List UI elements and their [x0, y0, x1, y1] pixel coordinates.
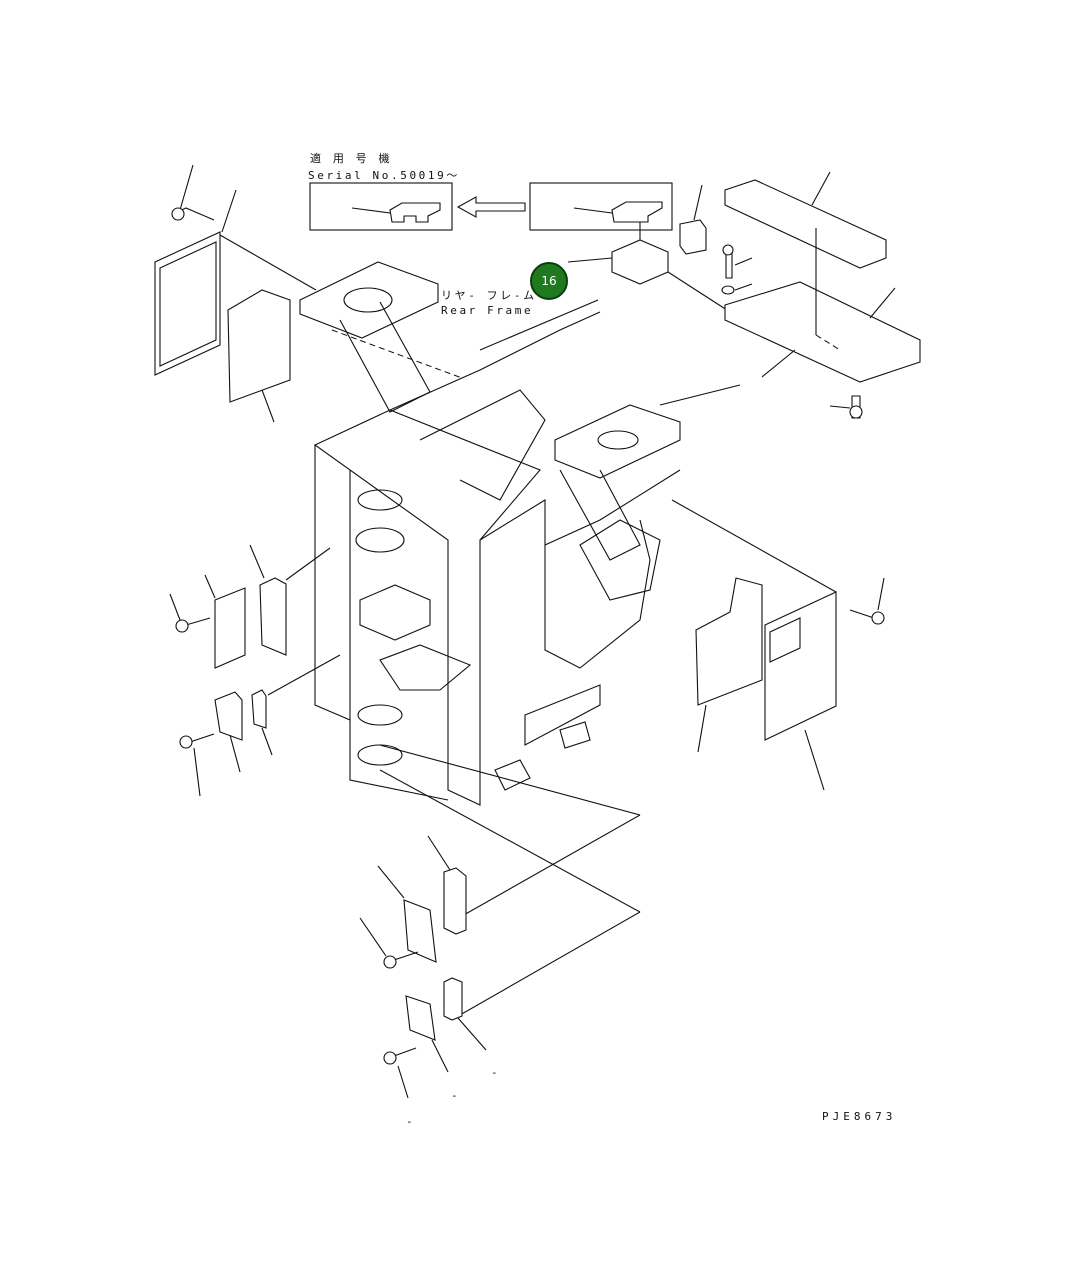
stray-mark: - [406, 1115, 416, 1128]
bottom-leader-lines [379, 744, 641, 1016]
drawing-code-label: PJE8673 [822, 1110, 897, 1123]
stray-mark: - [451, 1089, 461, 1102]
bottom-lower-cover-plate [405, 995, 449, 1073]
right-side-cover-plate [671, 499, 837, 791]
top-left-pad [227, 289, 291, 423]
right-top-bracket [567, 239, 731, 313]
right-side-pad [695, 577, 763, 753]
serial-range-label: Serial No.50019～ [308, 169, 460, 182]
part-name-en-label: Rear Frame [441, 304, 534, 317]
serial-old-box [529, 182, 673, 250]
top-left-bolt [171, 207, 215, 221]
top-left-cover-plate [154, 164, 317, 376]
upper-beam [724, 171, 887, 269]
left-mid-bolt [169, 593, 211, 633]
applicability-label: 適 用 号 機 [310, 152, 393, 165]
spacer-block [679, 184, 707, 255]
bolt-washer-pair [721, 244, 753, 295]
serial-new-box [309, 182, 453, 231]
upper-hinge-bracket-left [299, 261, 463, 413]
left-mid-cover-plate [204, 574, 246, 669]
bottom-lower-bolt [383, 1047, 417, 1099]
bottom-upper-pad [427, 835, 467, 935]
left-lower-pad [251, 654, 341, 756]
bottom-upper-bolt [359, 917, 419, 969]
callout-16[interactable]: 16 [530, 262, 568, 300]
left-mid-pad [249, 544, 331, 656]
part-name-jp-label: リヤ- フレ-ム [441, 289, 537, 302]
right-flange-bolt [829, 395, 863, 419]
stray-mark: - [491, 1066, 501, 1079]
right-side-bolt [849, 577, 885, 625]
bottom-lower-pad [443, 977, 487, 1051]
left-lower-bolt [179, 733, 215, 797]
lower-beam [724, 228, 921, 383]
arrow-left-icon [456, 196, 526, 218]
rear-frame-body [313, 299, 741, 806]
left-lower-cover-plate [214, 691, 243, 773]
bottom-upper-cover-plate [377, 865, 437, 963]
